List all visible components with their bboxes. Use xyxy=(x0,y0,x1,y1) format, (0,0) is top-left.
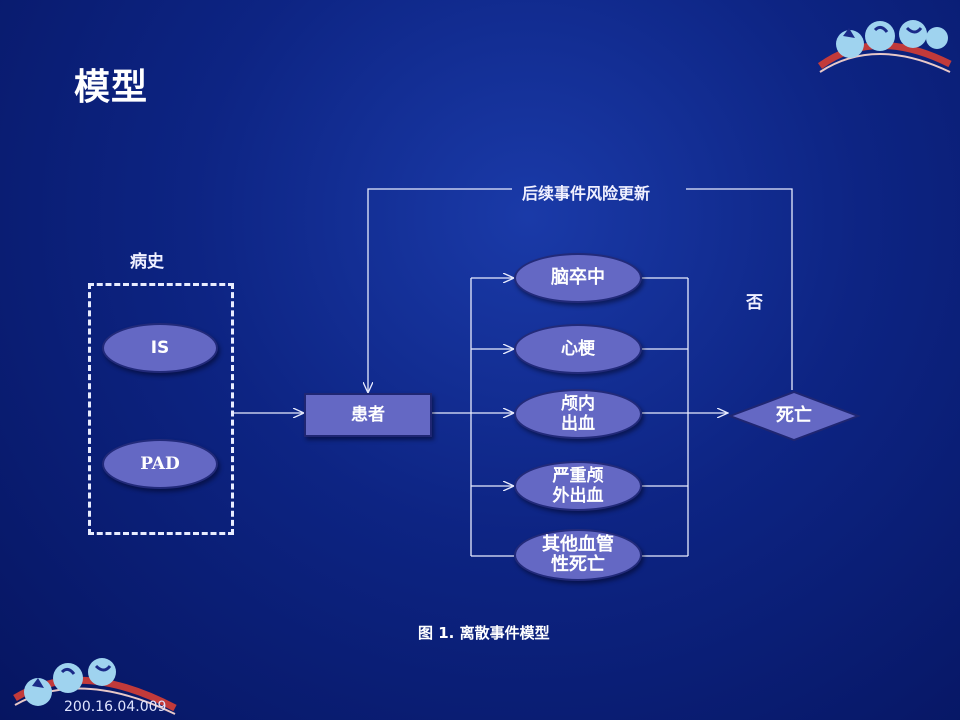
event-ich: 颅内 出血 xyxy=(514,389,642,439)
history-item-is: IS xyxy=(102,323,218,373)
event-major-bleeding: 严重颅 外出血 xyxy=(514,461,642,511)
conference-logo-top-right xyxy=(817,20,952,73)
death-label: 死亡 xyxy=(776,405,812,426)
death-node xyxy=(727,390,861,442)
event-vascular-death: 其他血管 性死亡 xyxy=(514,529,642,581)
event-stroke: 脑卒中 xyxy=(514,253,642,303)
loop-label: 后续事件风险更新 xyxy=(522,184,651,203)
history-item-pad: PAD xyxy=(102,439,218,489)
figure-caption: 图 1. 离散事件模型 xyxy=(418,624,550,642)
event-mi: 心梗 xyxy=(514,324,642,374)
history-group xyxy=(88,283,234,535)
history-label: 病史 xyxy=(130,252,164,272)
no-label: 否 xyxy=(746,293,763,313)
slide-title: 模型 xyxy=(74,67,149,108)
conference-logo-bottom-left xyxy=(13,658,177,715)
patient-node: 患者 xyxy=(304,393,432,437)
footer-text: 200.16.04.009 xyxy=(64,699,167,715)
